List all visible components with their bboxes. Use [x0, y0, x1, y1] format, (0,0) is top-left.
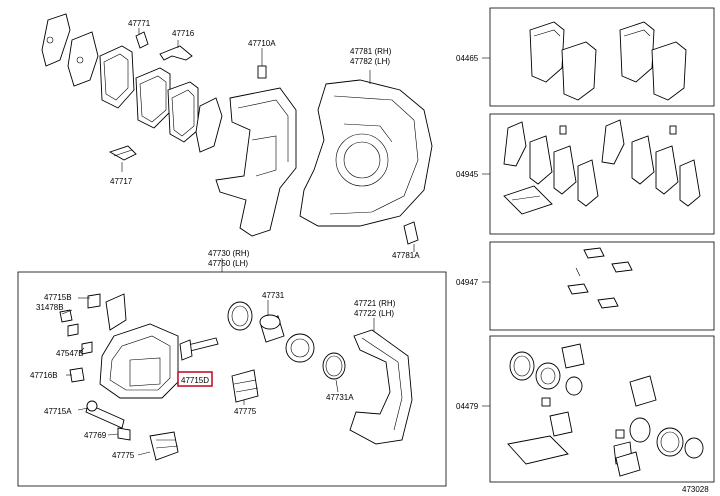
- figure-number: 473028: [682, 485, 709, 494]
- label-47716B: 47716B: [30, 371, 58, 380]
- kit-04945-parts: [503, 119, 701, 215]
- label-47716: 47716: [172, 29, 195, 38]
- kit-box-04947: [489, 241, 715, 331]
- kit-box-04465: [489, 7, 715, 107]
- caliper-assembly-box: [17, 271, 447, 487]
- label-31478B: 31478B: [36, 303, 64, 312]
- label-47781-rh: 47781 (RH): [350, 47, 392, 56]
- label-47710A: 47710A: [248, 39, 276, 48]
- label-47775-right: 47775: [234, 407, 257, 416]
- label-47730-rh: 47730 (RH): [208, 249, 250, 258]
- label-47731: 47731: [262, 291, 285, 300]
- label-47750-lh: 47750 (LH): [208, 259, 248, 268]
- label-kit-04465: 04465: [456, 54, 479, 63]
- label-kit-04945: 04945: [456, 170, 479, 179]
- label-47715D: 47715D: [181, 376, 209, 385]
- kit-04479-seals: [507, 343, 704, 477]
- label-47715B: 47715B: [44, 293, 72, 302]
- caliper-assembly: [59, 293, 413, 461]
- highlight-box-47715D: [177, 371, 213, 387]
- label-47731A: 47731A: [326, 393, 354, 402]
- label-47781A: 47781A: [392, 251, 420, 260]
- label-47722-lh: 47722 (LH): [354, 309, 394, 318]
- kit-04947-clips: [567, 247, 633, 309]
- dust-shield: [299, 70, 433, 252]
- kit-box-04479: [489, 335, 715, 483]
- label-47547B: 47547B: [56, 349, 84, 358]
- label-kit-04947: 04947: [456, 278, 479, 287]
- label-47775-lower: 47775: [112, 451, 135, 460]
- label-47782-lh: 47782 (LH): [350, 57, 390, 66]
- label-47769: 47769: [84, 431, 107, 440]
- kit-04465-pads: [529, 21, 687, 101]
- label-47715A: 47715A: [44, 407, 72, 416]
- brake-pads-group: [41, 13, 223, 161]
- label-47717: 47717: [110, 177, 133, 186]
- caliper-bracket-top: [215, 48, 297, 237]
- label-47771: 47771: [128, 19, 151, 28]
- label-kit-04479: 04479: [456, 402, 479, 411]
- label-47721-rh: 47721 (RH): [354, 299, 396, 308]
